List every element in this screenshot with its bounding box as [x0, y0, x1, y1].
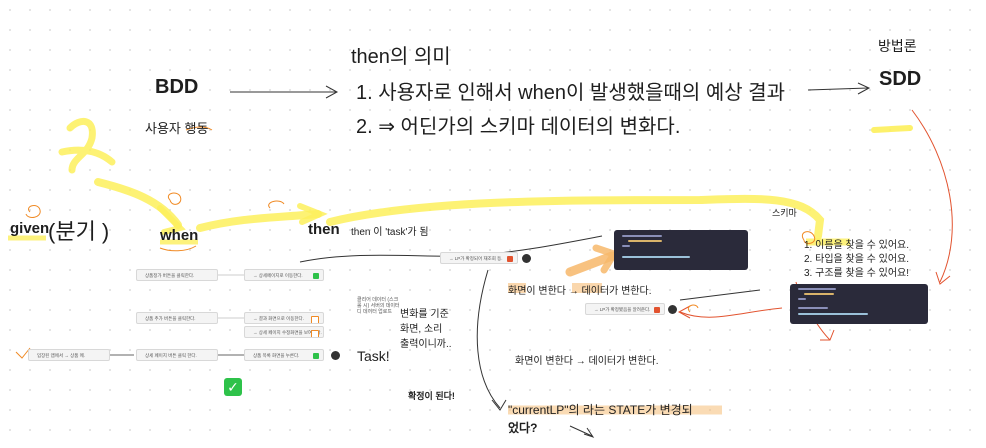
- flow-card[interactable]: → 상세페이지로 이동한다.: [244, 269, 324, 281]
- yellow-arrow-given-when: [94, 178, 182, 229]
- status-dot: [654, 307, 660, 313]
- yellow-arrow-when-then: [196, 210, 322, 232]
- flow-card[interactable]: → LP가 확정됐음을 알려준다.: [585, 303, 665, 315]
- then-meaning-title: then의 의미: [351, 46, 451, 68]
- screen-data-note-2: 화면이 변한다 → 데이터가 변한다.: [515, 356, 659, 367]
- red-curve-sdd-to-code: [911, 109, 953, 283]
- state-note-line1: "currentLP"의 라는 STATE가 변경되: [508, 403, 693, 417]
- orange-arrow-to-code: [565, 251, 617, 277]
- small-note: 클리어 데이터 (스크롤 시) 서버의 데이터 디 데이터 업로드: [357, 297, 400, 315]
- status-dot: [507, 256, 513, 262]
- methodology-label: 방법론: [878, 38, 917, 54]
- ui-change-note: 변화를 기준 화면, 소리 출력이니까..: [400, 309, 452, 350]
- status-dot: [313, 353, 319, 359]
- user-avatar-icon: [331, 351, 340, 360]
- yellow-scribble-stroke: [58, 118, 116, 174]
- flow-card[interactable]: 입장된 앱에서 → 상품 메.: [28, 349, 110, 361]
- user-action-label: 사용자 행동: [145, 121, 209, 136]
- branch-handwriting: (분기 ): [48, 219, 110, 244]
- meaning-item-2: 2. ⇒ 어딘가의 스키마 데이터의 변화다.: [356, 116, 681, 138]
- status-dot: [311, 330, 319, 337]
- arrow-to-sdd: [807, 87, 869, 91]
- user-avatar-icon: [668, 305, 677, 314]
- flow-card[interactable]: 상세 페이지 버튼 클릭 한다.: [136, 349, 218, 361]
- flow-card[interactable]: → 상세 페이지 수정화면을 보여준다.: [244, 326, 324, 338]
- schema-item-2: 2. 타입을 찾을 수 있어요.: [804, 254, 910, 265]
- status-dot: [311, 316, 319, 323]
- then-label: then: [308, 221, 340, 238]
- then-task-note: then 이 'task'가 됨: [351, 227, 429, 238]
- flow-card[interactable]: → LP가 확정되어 재조회 등.: [440, 252, 518, 264]
- sdd-label: SDD: [879, 68, 922, 90]
- schema-code-block[interactable]: [790, 284, 928, 324]
- screen-data-note-1: 화면이 변한다 → 데이터가 변한다.: [508, 286, 652, 297]
- flow-card[interactable]: 상품정가 버튼을 클릭한다.: [136, 269, 218, 281]
- given-label: given: [10, 220, 50, 237]
- confirmed-note: 확정이 된다!: [408, 391, 455, 401]
- state-note-line2: 었다?: [508, 421, 538, 435]
- schema-item-3: 3. 구조를 찾을 수 있어요!: [804, 268, 910, 279]
- user-avatar-icon: [522, 254, 531, 263]
- flow-card[interactable]: → 결과 화면으로 이동한다.: [244, 312, 324, 324]
- schema-label: 스키마: [772, 208, 797, 218]
- status-dot: [313, 273, 319, 279]
- check-icon: ✓: [224, 378, 242, 396]
- meaning-item-1: 1. 사용자로 인해서 when이 발생했을때의 예상 결과: [356, 82, 786, 104]
- task-note: Task!: [357, 348, 390, 364]
- flow-card[interactable]: 상품 추가 버튼을 클릭한다.: [136, 312, 218, 324]
- when-label: when: [160, 227, 199, 244]
- bdd-label: BDD: [155, 76, 199, 98]
- flow-card[interactable]: 상품 목록 화면을 누른다.: [244, 349, 324, 361]
- schema-code-block[interactable]: [614, 230, 748, 270]
- schema-item-1: 1. 이름을 찾을 수 있어요.: [804, 240, 910, 251]
